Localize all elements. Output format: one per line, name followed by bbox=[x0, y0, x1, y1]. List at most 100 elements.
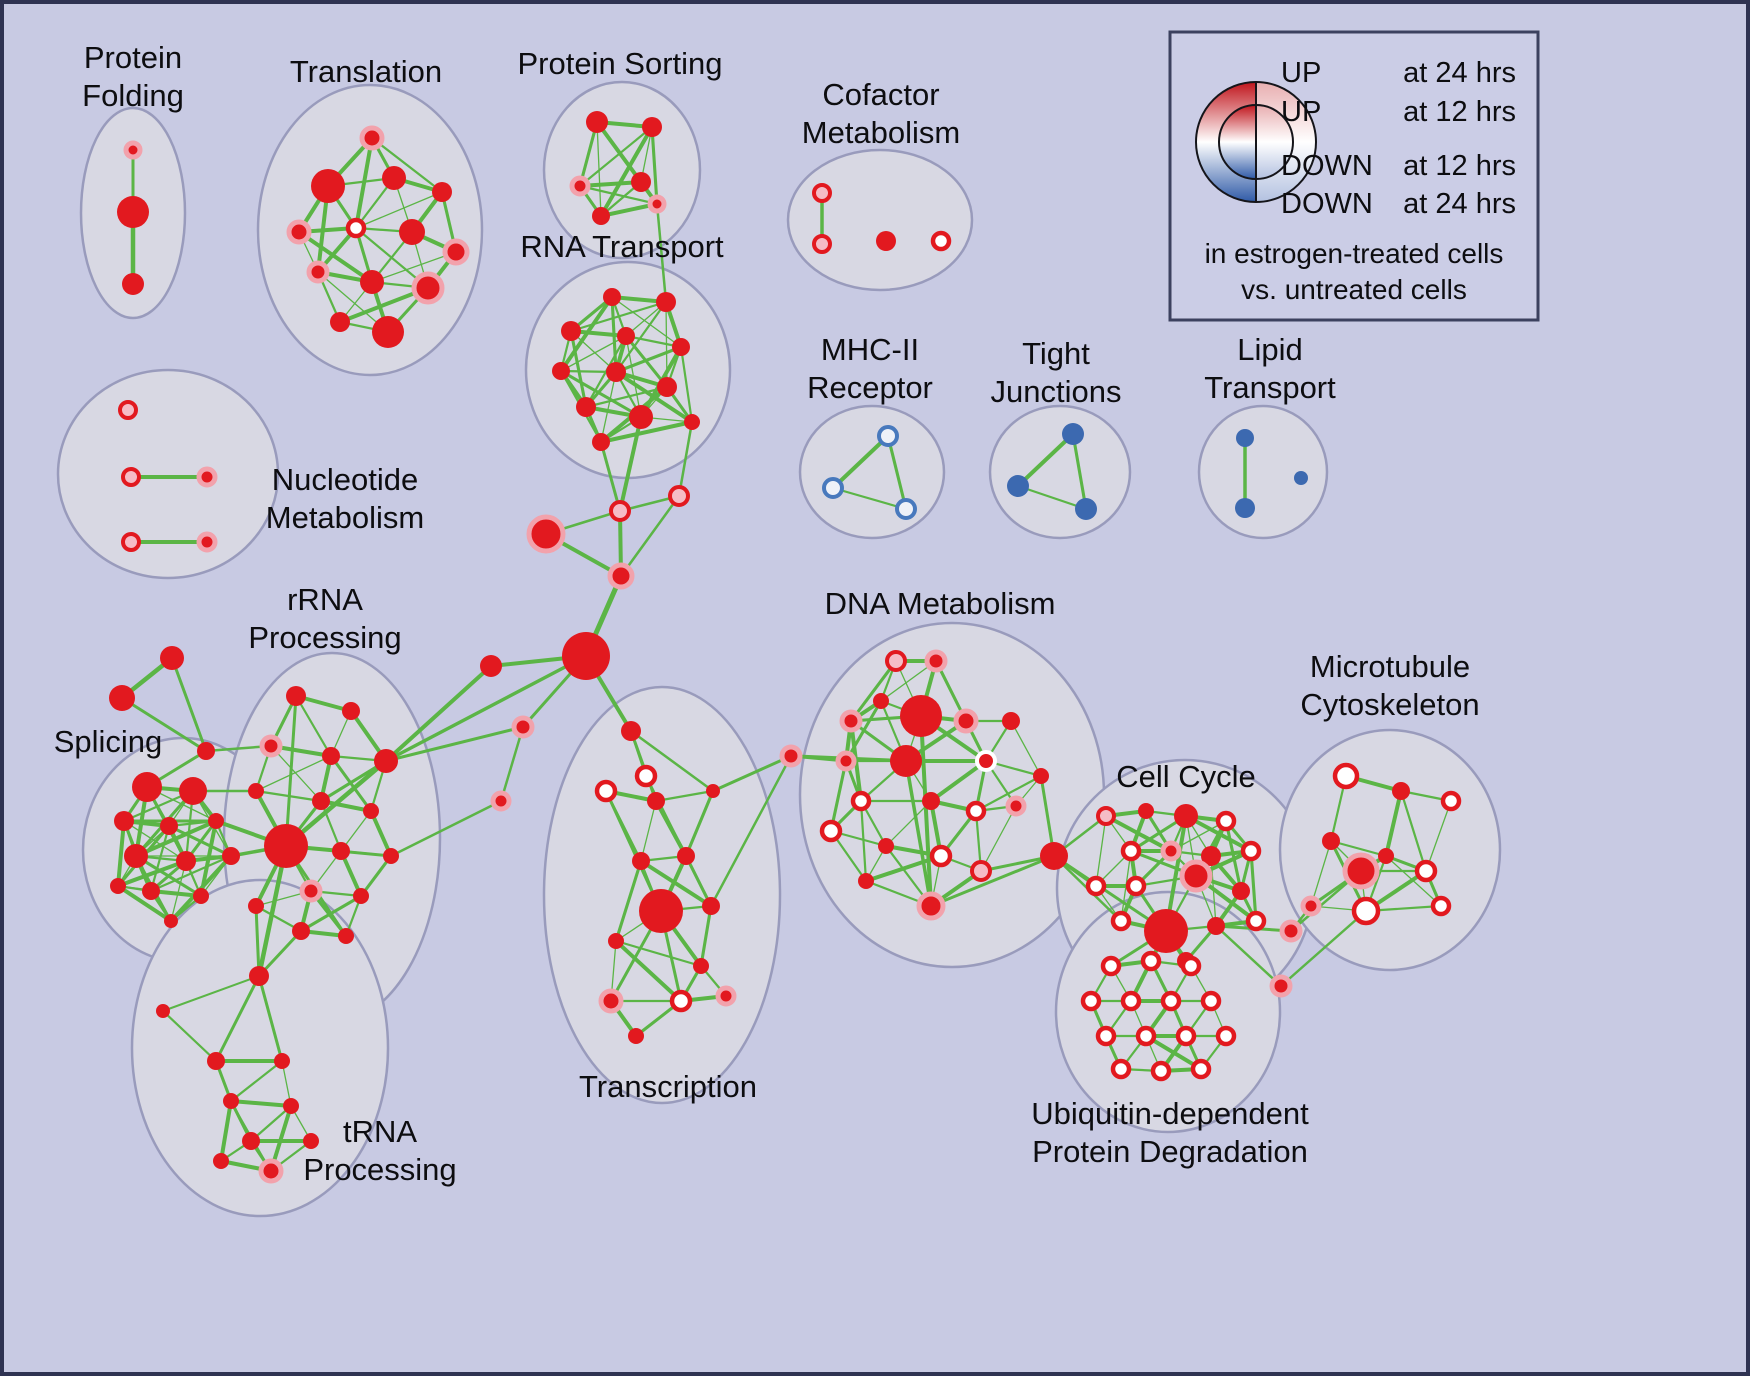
gene-node-r bbox=[160, 646, 184, 670]
gene-node-rw bbox=[1120, 840, 1142, 862]
gene-node-rh bbox=[359, 125, 385, 151]
gene-node-r bbox=[631, 172, 651, 192]
cluster-ellipse-nucleotide-metabolism bbox=[56, 368, 280, 580]
gene-node-rh bbox=[953, 708, 979, 734]
gene-node-r bbox=[621, 721, 641, 741]
gene-node-r bbox=[1033, 768, 1049, 784]
edge bbox=[624, 334, 683, 349]
gene-node-r bbox=[110, 878, 126, 894]
gene-node-rw bbox=[1414, 859, 1438, 883]
edge bbox=[640, 800, 657, 862]
edge bbox=[254, 904, 261, 978]
edge bbox=[578, 120, 599, 188]
edge bbox=[1214, 924, 1283, 988]
gene-node-r bbox=[160, 817, 178, 835]
legend-time: at 24 hrs bbox=[1403, 57, 1516, 89]
gene-node-b bbox=[1236, 429, 1254, 447]
edge bbox=[559, 369, 643, 419]
gene-node-r bbox=[303, 1133, 319, 1149]
gene-node-r bbox=[1378, 848, 1394, 864]
gene-node-rw bbox=[1110, 910, 1132, 932]
edge bbox=[257, 974, 284, 1063]
gene-node-r bbox=[876, 231, 896, 251]
edge bbox=[599, 125, 654, 218]
gene-node-rw bbox=[1240, 840, 1262, 862]
gene-node-r bbox=[311, 169, 345, 203]
edge bbox=[614, 859, 643, 943]
cluster-label-lipid-transport: Lipid bbox=[1237, 332, 1303, 367]
gene-node-rs bbox=[609, 500, 631, 522]
gene-node-rh bbox=[259, 734, 283, 758]
gene-node-r bbox=[399, 219, 425, 245]
edge bbox=[614, 939, 683, 1003]
gene-node-r bbox=[873, 693, 889, 709]
gene-node-r bbox=[586, 111, 608, 133]
edge bbox=[270, 745, 322, 802]
cluster-label-microtubule-cytoskeleton: Microtubule bbox=[1310, 649, 1470, 684]
gene-node-r bbox=[1207, 917, 1225, 935]
cluster-ellipse-trna-processing bbox=[130, 878, 390, 1218]
edge bbox=[599, 440, 622, 513]
gene-node-r bbox=[642, 117, 662, 137]
gene-node-r bbox=[647, 792, 665, 810]
gene-node-rh bbox=[1342, 852, 1380, 890]
edge bbox=[499, 725, 525, 803]
edge bbox=[614, 939, 703, 968]
cluster-label-mhc-ii-receptor: Receptor bbox=[807, 370, 933, 405]
gene-node-bw bbox=[822, 477, 844, 499]
gene-node-rw bbox=[1150, 1060, 1172, 1082]
edge bbox=[1016, 484, 1088, 511]
edge bbox=[599, 202, 659, 218]
gene-node-rs bbox=[121, 532, 141, 552]
gene-node-rh bbox=[839, 709, 863, 733]
gene-node-rh bbox=[511, 715, 535, 739]
gene-node-r bbox=[858, 873, 874, 889]
edge bbox=[370, 136, 444, 194]
gene-node-r bbox=[207, 1052, 225, 1070]
gene-node-rw bbox=[1110, 1058, 1132, 1080]
gene-node-b bbox=[1235, 498, 1255, 518]
edge bbox=[831, 486, 908, 511]
gene-node-r bbox=[360, 270, 384, 294]
gene-node-r bbox=[249, 966, 269, 986]
gene-node-rh bbox=[442, 238, 470, 266]
gene-node-r bbox=[608, 933, 624, 949]
nodes-layer bbox=[109, 111, 1462, 1184]
gene-node-rh bbox=[196, 531, 218, 553]
gene-node-rw bbox=[634, 764, 658, 788]
edge bbox=[599, 420, 694, 444]
edge bbox=[650, 125, 659, 206]
gene-node-r bbox=[338, 928, 354, 944]
gene-node-r bbox=[432, 182, 452, 202]
edge bbox=[1425, 800, 1452, 872]
cluster-label-rna-transport: RNA Transport bbox=[520, 229, 724, 264]
cluster-ellipse-cofactor-metabolism bbox=[786, 148, 974, 292]
gene-node-rh bbox=[1005, 795, 1027, 817]
edge bbox=[600, 371, 617, 443]
gene-node-rw bbox=[1175, 1025, 1197, 1047]
gene-node-rW bbox=[975, 750, 997, 772]
cluster-label-microtubule-cytoskeleton: Cytoskeleton bbox=[1300, 687, 1479, 722]
cluster-label-lipid-transport: Transport bbox=[1204, 370, 1336, 405]
gene-node-rh bbox=[569, 175, 591, 197]
gene-node-r bbox=[1040, 842, 1068, 870]
edge bbox=[644, 774, 688, 858]
gene-node-rw bbox=[1200, 990, 1222, 1012]
edge bbox=[297, 230, 374, 284]
cluster-label-protein-sorting: Protein Sorting bbox=[517, 46, 722, 81]
edge bbox=[655, 202, 668, 304]
gene-node-r bbox=[332, 842, 350, 860]
gene-node-r bbox=[1201, 846, 1221, 866]
edge bbox=[829, 759, 848, 833]
gene-node-r bbox=[617, 327, 635, 345]
edge bbox=[256, 843, 289, 979]
edge bbox=[161, 1009, 218, 1063]
gene-node-r bbox=[142, 882, 160, 900]
edge bbox=[359, 854, 393, 898]
edge bbox=[384, 725, 525, 763]
gene-node-r bbox=[480, 655, 502, 677]
gene-node-r bbox=[179, 777, 207, 805]
cluster-label-ubiquitin-degradation: Ubiquitin-dependent bbox=[1031, 1096, 1309, 1131]
legend-direction: DOWN bbox=[1281, 150, 1373, 182]
